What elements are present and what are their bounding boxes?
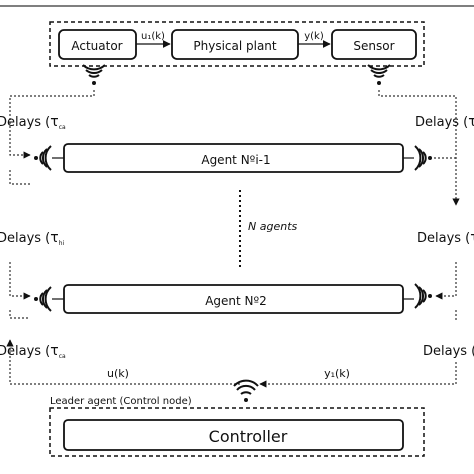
u-k-label: u(k) <box>107 367 129 380</box>
actuator-label: Actuator <box>71 39 122 53</box>
wireless-icon-agent-i1-left <box>34 145 52 171</box>
wireless-icon-controller <box>233 379 259 402</box>
delay-left-top: Delays (τca <box>0 114 66 131</box>
wireless-icon-agent-i1-right <box>414 145 432 171</box>
delay-right-top: Delays (τ <box>415 114 474 130</box>
y-label: y(k) <box>304 31 324 42</box>
link-left-agent2 <box>9 262 31 300</box>
wireless-icon-sensor <box>367 64 391 85</box>
controller-box <box>63 419 404 451</box>
agent-2-label: Agent Nº2 <box>205 294 267 308</box>
delay-left-mid: Delays (τhi <box>0 230 65 247</box>
wireless-icon-agent2-right <box>414 283 432 309</box>
leader-agent-label: Leader agent (Control node) <box>50 396 192 407</box>
y1-k-label: y₁(k) <box>324 367 350 380</box>
delay-right-bottom: Delays ( <box>423 344 474 359</box>
controller-label: Controller <box>209 427 288 446</box>
link-sensor-right <box>378 90 460 206</box>
delay-right-mid: Delays (τ <box>417 230 474 246</box>
sensor-label: Sensor <box>353 39 394 53</box>
plant-group <box>49 21 425 67</box>
leader-agent-group <box>49 407 425 457</box>
wireless-icon-agent2-left <box>34 286 52 312</box>
wireless-icon-actuator <box>82 64 106 85</box>
agent-i1-label: Agent Nºi-1 <box>201 153 270 167</box>
link-agent2-left-return <box>9 310 30 319</box>
sensor-box <box>331 29 417 60</box>
physical-plant-label: Physical plant <box>193 39 277 53</box>
link-actuator-agent-i1 <box>9 90 95 159</box>
delay-left-bottom: Delays (τca <box>0 343 66 360</box>
n-agents-label: N agents <box>248 220 298 233</box>
link-agent-i1-left-return <box>9 170 30 185</box>
link-y1-controller <box>259 362 457 388</box>
u1-label: u₁(k) <box>141 31 165 42</box>
link-controller-u <box>6 339 240 385</box>
link-right-agent2 <box>435 262 457 300</box>
